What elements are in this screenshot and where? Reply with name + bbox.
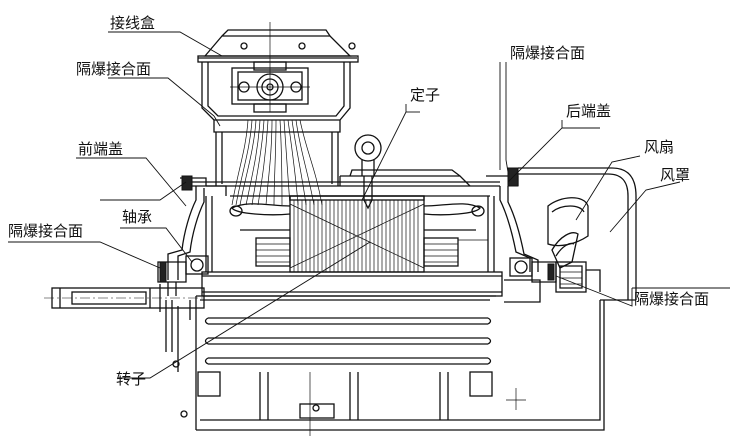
stator-core bbox=[229, 195, 488, 273]
junction-box bbox=[197, 22, 359, 206]
label-fan-cover: 风罩 bbox=[660, 166, 690, 184]
rear-end-cover bbox=[486, 167, 557, 283]
rotor-shaft bbox=[44, 271, 541, 312]
label-front-end-cover: 前端盖 bbox=[78, 140, 123, 158]
label-flameproof-joint-top-right: 隔爆接合面 bbox=[510, 44, 585, 62]
label-stator: 定子 bbox=[410, 86, 440, 104]
label-rotor: 转子 bbox=[116, 370, 146, 388]
fan-and-cover bbox=[496, 167, 637, 431]
label-fan: 风扇 bbox=[644, 138, 674, 156]
leader-lines bbox=[8, 31, 730, 379]
label-bearing: 轴承 bbox=[122, 208, 152, 226]
label-flameproof-joint-left: 隔爆接合面 bbox=[8, 222, 83, 240]
label-flameproof-joint-top-left: 隔爆接合面 bbox=[76, 60, 151, 78]
label-rear-end-cover: 后端盖 bbox=[566, 102, 611, 120]
front-end-cover bbox=[157, 175, 227, 372]
label-junction-box: 接线盒 bbox=[110, 14, 155, 32]
label-flameproof-joint-bottom-right: 隔爆接合面 bbox=[634, 290, 709, 308]
motor-frame bbox=[180, 134, 526, 436]
